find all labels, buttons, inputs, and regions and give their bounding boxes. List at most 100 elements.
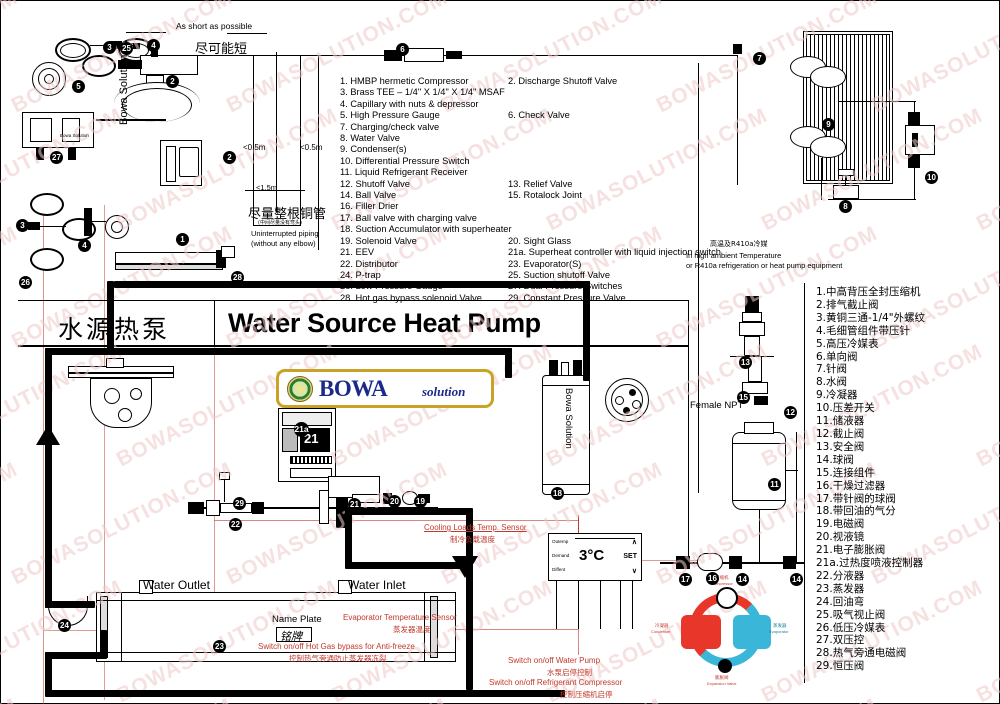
- callout-6: 6: [396, 43, 409, 56]
- legend-row: 10. Differential Pressure Switch: [340, 156, 685, 167]
- condenser-feed-v: [737, 55, 738, 185]
- dim-line-v-left: [253, 55, 254, 225]
- hot-gas-bypass-coil: [221, 246, 235, 258]
- legend-item: 14. Ball Valve: [340, 190, 397, 201]
- legend-item: 19. Solenoid Valve: [340, 235, 417, 246]
- receiver-drop-line: [759, 510, 760, 562]
- dual-pressure-switch-port-2: [68, 148, 76, 160]
- ctrl-set-button[interactable]: SET: [623, 553, 637, 560]
- ctrl-down-button[interactable]: ∨: [631, 568, 637, 575]
- cooling-loads-en-label: Cooling Loads Temp. Sensor: [424, 523, 527, 532]
- relief-valve-13-body: [745, 296, 759, 312]
- cpv-29-stem: [224, 478, 225, 502]
- compressor-top-body: [140, 55, 198, 75]
- legend-list: 1. HMBP hermetic Compressor 2. Discharge …: [340, 76, 721, 304]
- as-short-underline: [227, 33, 267, 34]
- legend-item-cn: 10.压差开关: [816, 402, 875, 415]
- service-valve-stack: [84, 208, 92, 236]
- page-title-en: Water Source Heat Pump: [228, 308, 541, 338]
- legend-item: 20. Sight Glass: [508, 235, 572, 246]
- legend-item-cn: 17.带针阀的球阀: [816, 492, 896, 505]
- diff-pressure-switch-window: [912, 133, 918, 147]
- dim-line-v-mid: [300, 55, 301, 225]
- accumulator-hole-4: [623, 407, 630, 414]
- legend-row: 16. Filler Drier: [340, 201, 685, 212]
- callout-3: 3: [103, 41, 116, 54]
- compressor-top-cap: [106, 358, 124, 368]
- receiver-bypass-line: [796, 432, 797, 562]
- liquid-line-vertical: [698, 63, 699, 493]
- dim-line-h-bottom: [253, 225, 301, 226]
- legend-item: 23. Evaporator(S): [508, 258, 582, 269]
- legend-item: 7. Charging/check valve: [340, 121, 440, 132]
- diff-pressure-switch-bottom-port: [908, 155, 920, 168]
- callout-17: 17: [679, 573, 692, 586]
- legend-item: 6. Check Valve: [508, 110, 570, 121]
- legend-item: 2. Discharge Shutoff Valve: [508, 76, 618, 86]
- legend-item: 8. Water Valve: [340, 133, 400, 144]
- capillary-coil-3: [82, 55, 116, 77]
- legend-item: 13. Relief Valve: [508, 178, 573, 189]
- display-panel-screen: [179, 147, 199, 177]
- legend-item-cn: 13.安全阀: [816, 440, 865, 453]
- guide-line-h4: [43, 630, 105, 631]
- legend-item: 1. HMBP hermetic Compressor: [340, 76, 469, 86]
- guide-line-h2: [214, 520, 578, 521]
- legend-item-cn: 18.带回油的气分: [816, 505, 896, 518]
- ctrl-up-button[interactable]: ∧: [631, 539, 637, 546]
- comp-en-label: Switch on/off Refrigerant Compressor: [489, 678, 623, 687]
- charging-valve-7-body: [733, 44, 742, 54]
- uninterrupted-en1-label: Uninterrupted piping: [251, 229, 319, 238]
- legend-item: 22. Distributor: [340, 258, 398, 269]
- shutoff-valve-12-seat: [742, 382, 768, 394]
- cycle-left-en: Condenser: [651, 629, 671, 634]
- watermark-text: BOWASOLUTION.COM: [0, 0, 22, 118]
- tee-nut-a: [133, 43, 140, 49]
- legend-item: 28. Hot gas bypass solenoid Valve: [340, 292, 482, 303]
- cooling-loads-cn-label: 制冷负载温度: [450, 535, 495, 544]
- border-top: [0, 0, 1000, 1]
- pipe-evap-to-suction: [466, 508, 473, 690]
- ctrl-wire-2: [578, 579, 579, 629]
- top-feed-line: [190, 55, 320, 56]
- callout-11: 11: [768, 478, 781, 491]
- legend-row: 22. Distributor 23. Evaporator(S): [340, 259, 685, 270]
- legend-item: 18. Suction Accumulator with superheater: [340, 224, 512, 235]
- legend-item-cn: 1.中高背压全封压缩机: [816, 286, 921, 298]
- legend-item: 9. Condenser(s): [340, 144, 407, 155]
- uninterrupted-en2-label: (without any elbow): [251, 239, 316, 248]
- legend-item-cn: 27.双压控: [816, 634, 865, 647]
- liquid-receiver-11-seam-1: [732, 443, 786, 444]
- plate-exchanger-top: [115, 252, 223, 264]
- border-left: [0, 0, 1, 704]
- ctrl-screen-line: [575, 538, 635, 539]
- dim-line-v-right: [318, 55, 319, 250]
- legend-item-cn: 15.连接组件: [816, 466, 875, 479]
- pump-cn-label: 水泵启停控制: [547, 668, 592, 677]
- superheat-controller-buttons: [290, 468, 332, 478]
- temperature-controller[interactable]: Outemp Demand Diffent 3°C ∧ SET ∨: [548, 533, 642, 581]
- check-valve-6-outlet: [446, 51, 462, 59]
- callout-2: 2: [223, 151, 236, 164]
- callout-10: 10: [925, 171, 938, 184]
- display-panel-side: [166, 146, 176, 182]
- callout-19: 19: [414, 495, 427, 508]
- superheat-controller-side: [282, 428, 298, 452]
- dim-05b-label: <0.5m: [300, 143, 323, 152]
- female-npt-fitting: [754, 396, 768, 405]
- compressor-port-b: [118, 408, 132, 422]
- legend-item-cn: 19.电磁阀: [816, 518, 865, 531]
- pipe-bottom-left-elbow: [45, 652, 107, 659]
- callout-9: 9: [822, 118, 835, 131]
- high-ambient-en1-label: In high ambient Temperature: [686, 251, 782, 260]
- legend-item: 26. Low Pressure Gauge: [340, 281, 443, 292]
- legend-item: 25. Suction shutoff Valve: [508, 269, 610, 280]
- low-gauge-coil-2: [30, 248, 64, 271]
- legend-row: 9. Condenser(s): [340, 144, 685, 155]
- legend-item-cn: 8.水阀: [816, 376, 848, 389]
- callout-27: 27: [50, 151, 63, 164]
- cpv-29-cap: [219, 472, 230, 480]
- compressor-port-a: [104, 388, 120, 404]
